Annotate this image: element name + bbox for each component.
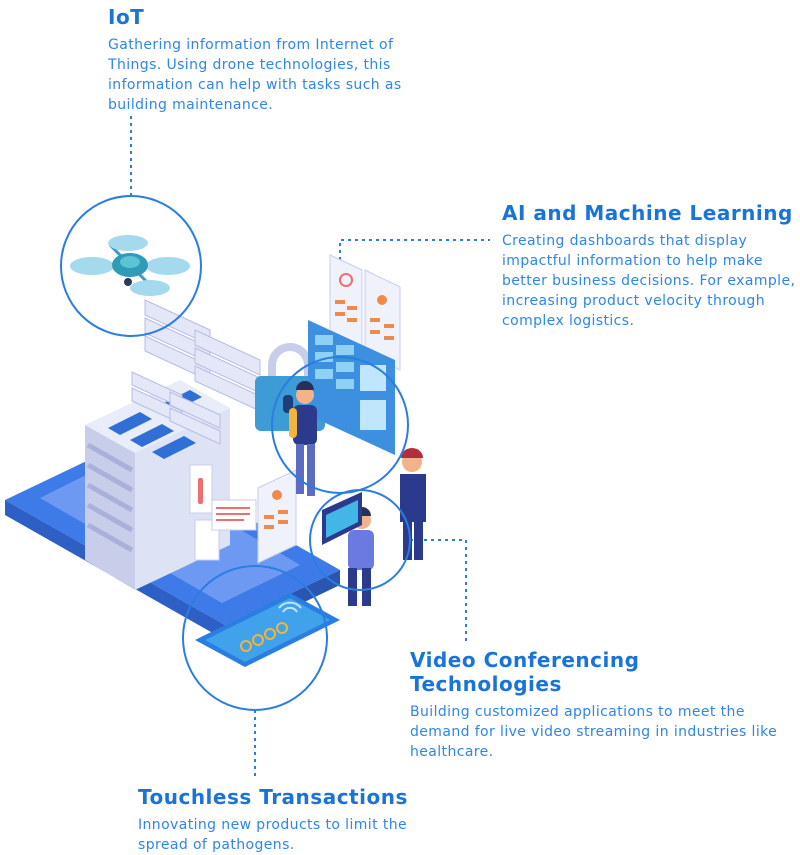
ai-section: AI and Machine Learning Creating dashboa… <box>502 201 798 331</box>
phone-device <box>195 593 340 667</box>
ai-description: Creating dashboards that display impactf… <box>502 233 796 329</box>
touchless-ring <box>182 565 328 711</box>
iot-title: IoT <box>108 5 145 29</box>
ai-connector <box>339 239 490 365</box>
iot-section: IoT Gathering information from Internet … <box>108 5 448 115</box>
ai-ring <box>271 356 409 494</box>
people <box>289 381 426 606</box>
dotted-connectors <box>130 116 490 780</box>
iot-ring <box>60 195 202 337</box>
dashboard-panels <box>308 254 401 455</box>
touchless-section: Touchless Transactions Innovating new pr… <box>138 785 438 855</box>
office-building <box>85 380 257 590</box>
drone-icon <box>70 235 190 296</box>
iot-description: Gathering information from Internet of T… <box>108 37 402 113</box>
video-title: Video Conferencing Technologies <box>410 648 640 696</box>
video-ring <box>309 489 411 591</box>
touchless-title: Touchless Transactions <box>138 785 408 809</box>
touchless-description: Innovating new products to limit the spr… <box>138 817 407 853</box>
video-section: Video Conferencing Technologies Building… <box>410 648 798 762</box>
video-description: Building customized applications to meet… <box>410 704 778 760</box>
side-panels <box>257 469 297 564</box>
ai-title: AI and Machine Learning <box>502 201 793 225</box>
video-connector <box>410 539 467 645</box>
highlight-rings <box>60 195 411 711</box>
